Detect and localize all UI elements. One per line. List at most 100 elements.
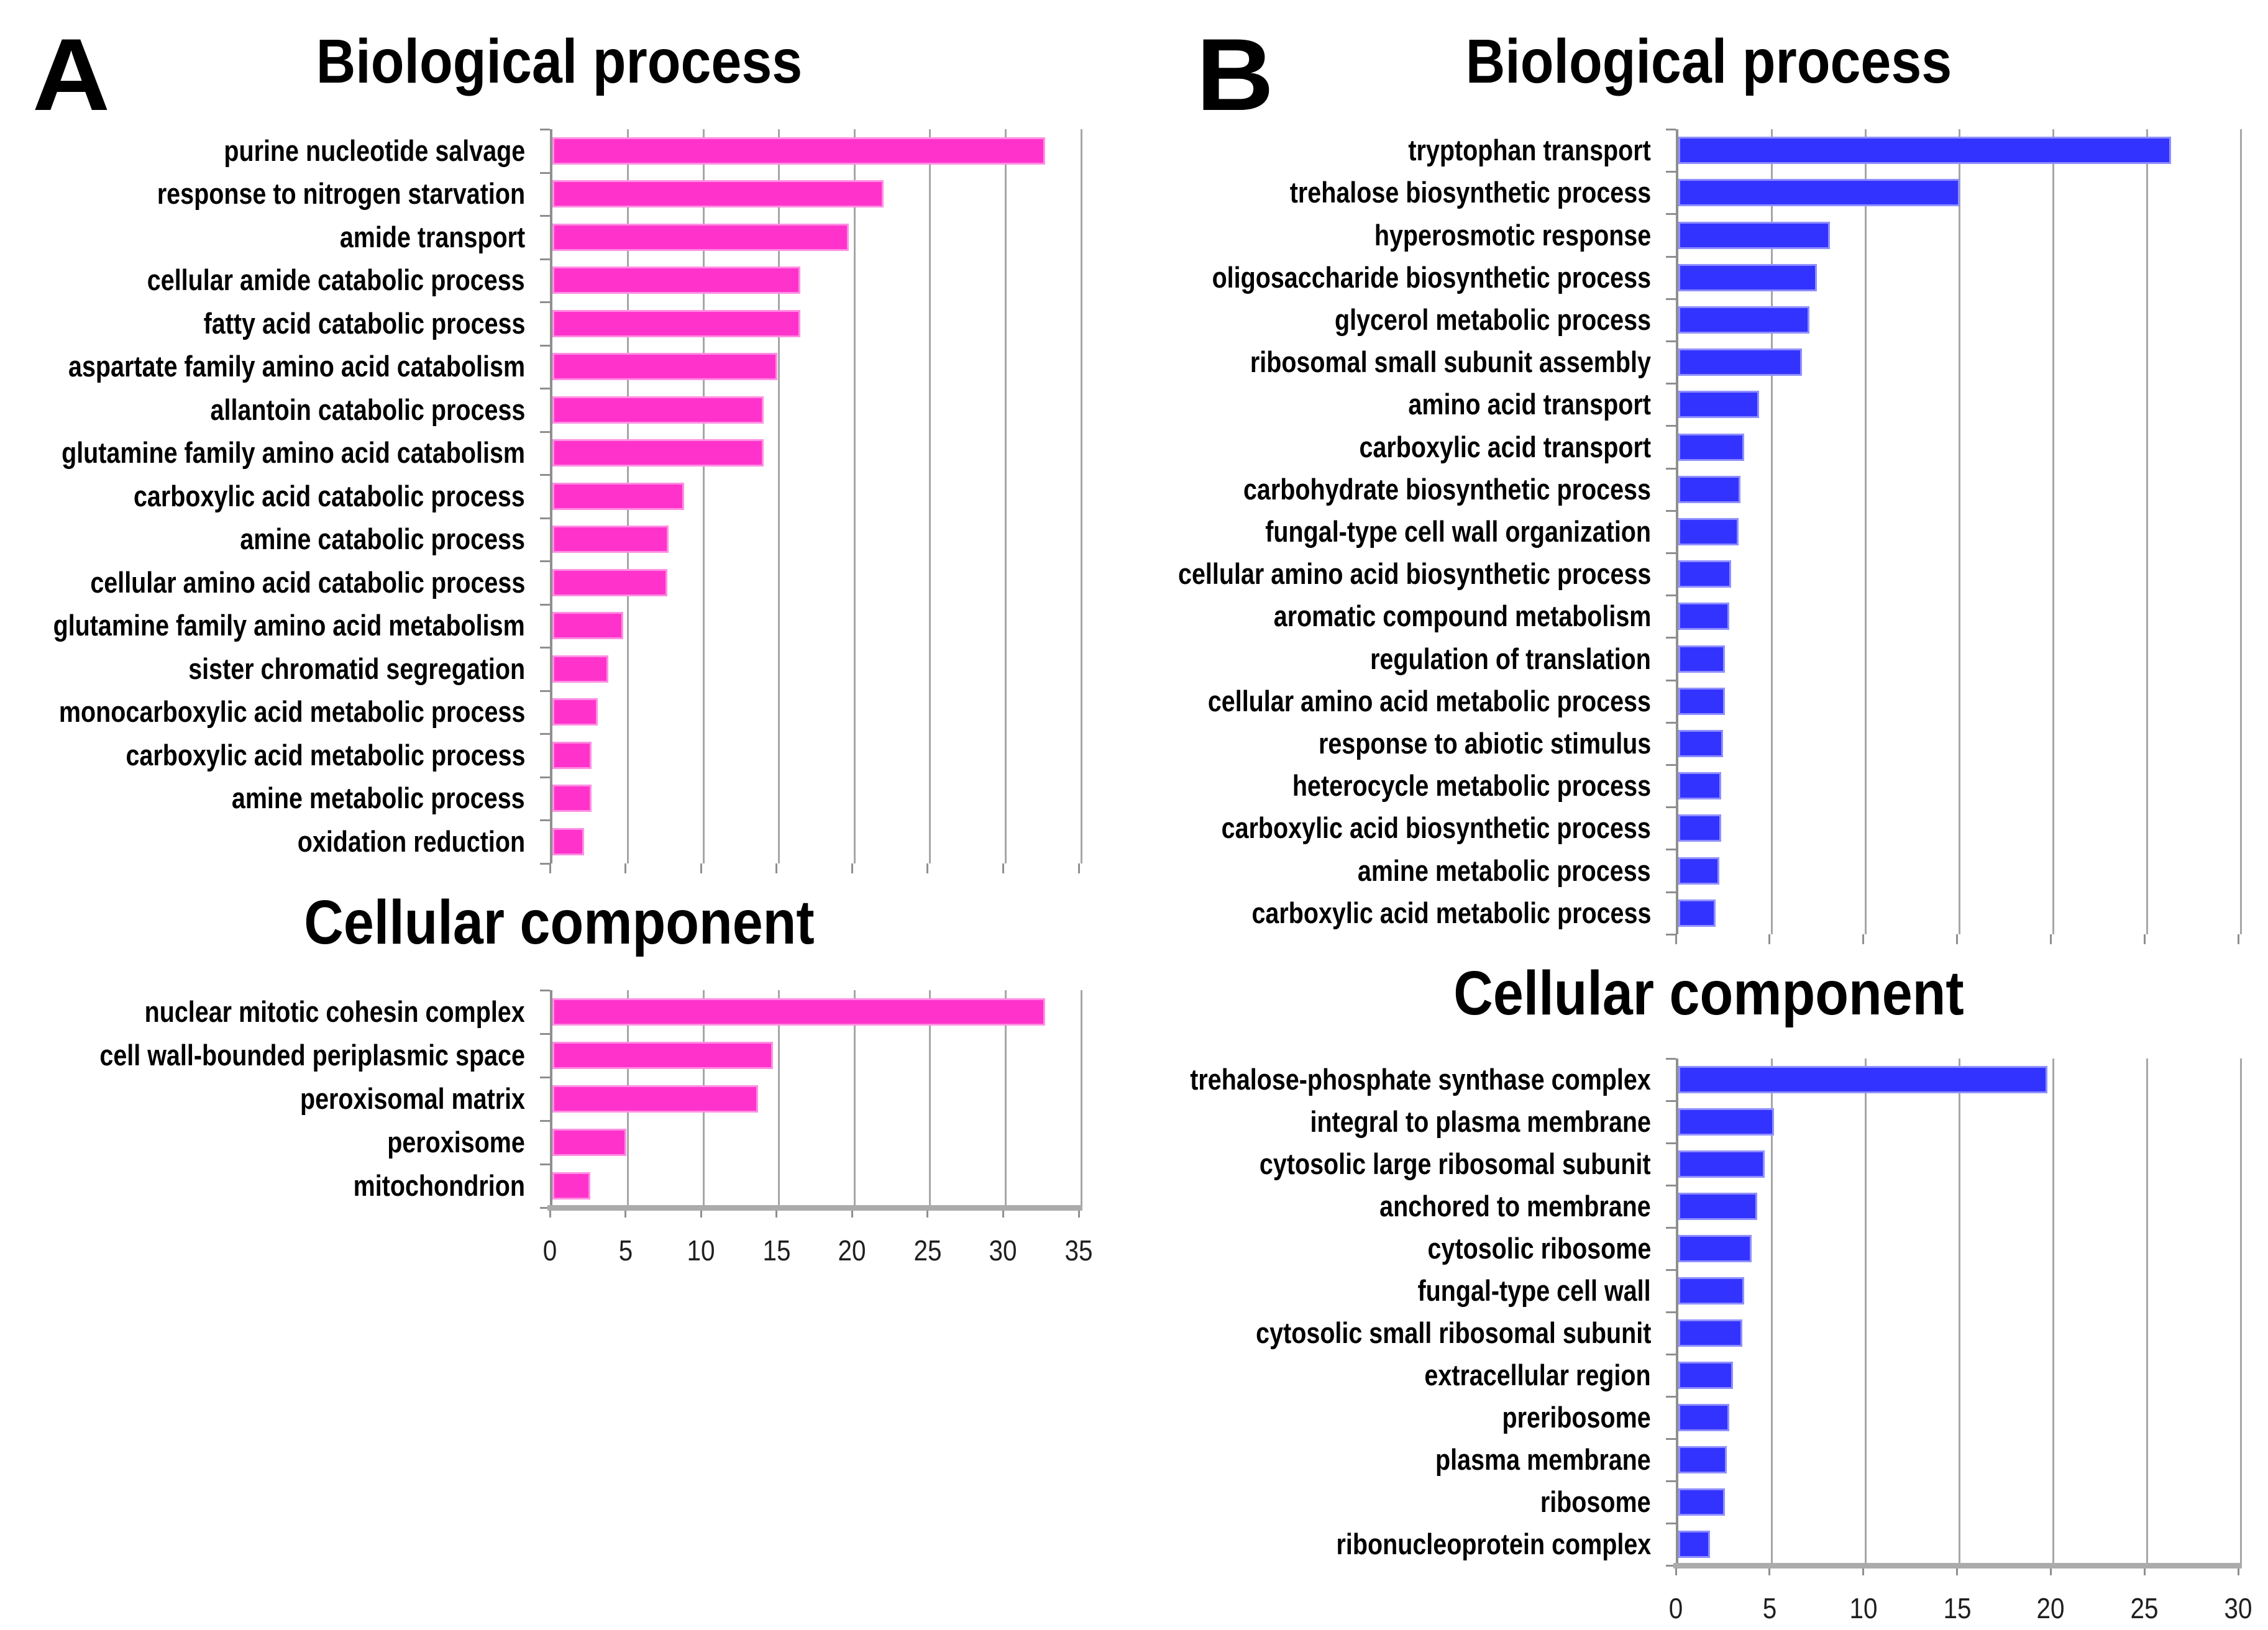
bar-mitochondrion — [552, 1172, 590, 1200]
bar-cytosolic-small-ribosomal-subunit — [1678, 1319, 1742, 1347]
category-tick — [540, 1120, 550, 1122]
panel-a-label: A — [32, 17, 110, 132]
x-axis-tick-0 — [1675, 934, 1677, 944]
category-label: trehalose-phosphate synthase complex — [1190, 1063, 1651, 1096]
category-label: trehalose biosynthetic process — [1289, 176, 1651, 209]
plot-area — [1666, 129, 2242, 936]
category-label: carboxylic acid metabolic process — [1251, 896, 1651, 929]
category-tick — [1666, 1269, 1676, 1271]
x-axis-tick-20 — [851, 1208, 853, 1218]
x-axis-tick-5 — [624, 863, 627, 873]
category-label: aspartate family amino acid catabolism — [68, 350, 525, 383]
bar-ribosome — [1678, 1488, 1726, 1516]
chart-title: Cellular component — [304, 888, 815, 957]
x-axis-label-0: 0 — [542, 1234, 557, 1267]
bar-carbohydrate-biosynthetic-process — [1678, 476, 1740, 503]
category-tick — [1666, 256, 1676, 258]
x-axis-label-25: 25 — [2130, 1592, 2159, 1624]
bar-sister-chromatid-segregation — [552, 655, 608, 683]
x-axis-tick-10 — [700, 863, 702, 873]
category-tick — [540, 258, 550, 260]
bar-fungal-type-cell-wall — [1678, 1277, 1744, 1304]
panel-b-cellular-component-chart: Cellular component trehalose-phosphate s… — [1150, 958, 2268, 1630]
category-label: cytosolic ribosome — [1427, 1232, 1651, 1265]
gridline-30 — [2239, 129, 2242, 934]
category-tick — [1666, 468, 1676, 470]
category-label: glycerol metabolic process — [1334, 303, 1651, 336]
category-label: peroxisomal matrix — [300, 1082, 525, 1115]
bar-purine-nucleotide-salvage — [552, 137, 1045, 165]
category-tick — [1666, 806, 1676, 808]
category-label: mitochondrion — [353, 1169, 525, 1202]
bar-oxidation-reduction — [552, 828, 585, 855]
category-label: oligosaccharide biosynthetic process — [1212, 260, 1651, 294]
x-axis-tick-25 — [926, 1208, 929, 1218]
gridline-20 — [853, 990, 856, 1208]
category-label: nuclear mitotic cohesin complex — [144, 995, 525, 1028]
bar-carboxylic-acid-biosynthetic-process — [1678, 814, 1722, 842]
bar-cytosolic-ribosome — [1678, 1235, 1752, 1262]
category-tick — [540, 863, 550, 865]
category-label: oxidation reduction — [297, 824, 525, 858]
gridline-15 — [778, 990, 780, 1208]
bar-plasma-membrane — [1678, 1446, 1727, 1473]
category-tick — [1666, 934, 1676, 936]
plot-area — [540, 990, 1082, 1209]
category-label: amine catabolic process — [240, 522, 525, 556]
bar-glutamine-family-amino-acid-catabolism — [552, 439, 764, 467]
category-tick — [1666, 298, 1676, 300]
category-tick — [1666, 213, 1676, 215]
x-axis-label-30: 30 — [2224, 1592, 2252, 1624]
category-label: heterocycle metabolic process — [1292, 769, 1651, 803]
category-label: cellular amino acid biosynthetic process — [1177, 557, 1651, 591]
category-label: tryptophan transport — [1408, 134, 1651, 167]
category-tick — [1666, 129, 1676, 130]
category-tick — [540, 215, 550, 217]
category-tick — [540, 604, 550, 606]
gridline-25 — [2146, 129, 2148, 934]
bar-heterocycle-metabolic-process — [1678, 772, 1722, 799]
bar-fatty-acid-catabolic-process — [552, 310, 800, 337]
gridline-25 — [929, 129, 931, 863]
category-label: anchored to membrane — [1379, 1190, 1651, 1222]
bar-cellular-amide-catabolic-process — [552, 266, 800, 294]
category-label: amine metabolic process — [232, 781, 525, 815]
panel-b-label: B — [1196, 17, 1274, 132]
category-tick — [1666, 383, 1676, 385]
category-label: response to nitrogen starvation — [157, 177, 525, 211]
x-axis-line — [547, 1205, 1082, 1211]
bar-anchored-to-membrane — [1678, 1193, 1757, 1220]
category-tick — [540, 1077, 550, 1078]
x-axis-label-5: 5 — [618, 1234, 633, 1267]
x-axis-label-15: 15 — [762, 1234, 791, 1267]
category-label: carboxylic acid metabolic process — [126, 738, 525, 772]
x-axis-tick-5 — [624, 1208, 627, 1218]
x-axis-tick-30 — [2237, 1565, 2239, 1575]
x-axis-tick-0 — [1675, 1565, 1677, 1575]
category-label: fungal-type cell wall — [1417, 1274, 1651, 1307]
category-tick — [540, 560, 550, 562]
x-axis-label-15: 15 — [1942, 1592, 1972, 1624]
plot-area — [540, 129, 1082, 865]
bar-cell-wall-bounded-periplasmic-space — [552, 1042, 773, 1069]
category-label: response to abiotic stimulus — [1318, 726, 1651, 760]
x-axis-label-35: 35 — [1064, 1234, 1093, 1267]
x-axis-tick-5 — [1768, 934, 1771, 944]
bar-trehalose-biosynthetic-process — [1678, 179, 1960, 206]
bar-aspartate-family-amino-acid-catabolism — [552, 353, 778, 380]
category-tick — [540, 647, 550, 649]
gridline-20 — [2052, 129, 2054, 934]
gridline-15 — [1959, 129, 1960, 934]
gridline-10 — [702, 129, 705, 863]
category-label: preribosome — [1502, 1401, 1651, 1434]
bar-monocarboxylic-acid-metabolic-process — [552, 698, 598, 726]
x-axis-tick-15 — [775, 1208, 778, 1218]
category-tick — [540, 690, 550, 692]
gridline-35 — [1080, 990, 1082, 1208]
bar-glycerol-metabolic-process — [1678, 306, 1810, 334]
x-axis-label-0: 0 — [1668, 1592, 1683, 1624]
bar-amide-transport — [552, 224, 849, 251]
x-axis-label-20: 20 — [2036, 1592, 2065, 1624]
category-label: carboxylic acid catabolic process — [134, 479, 525, 512]
x-axis-tick-15 — [1956, 1565, 1958, 1575]
